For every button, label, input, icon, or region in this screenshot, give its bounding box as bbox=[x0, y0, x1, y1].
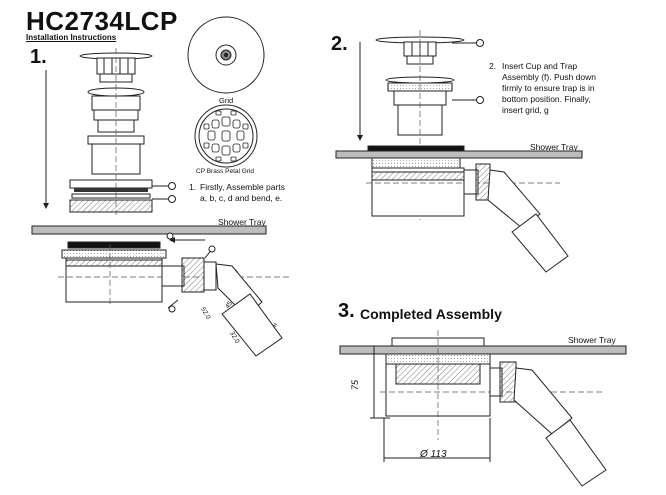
step-3-tray-label: Shower Tray bbox=[568, 335, 616, 345]
grid-disc-illustration bbox=[187, 16, 265, 94]
step-1-tray-label: Shower Tray bbox=[218, 217, 266, 227]
step-1-trap-assembly bbox=[58, 232, 290, 357]
petal-grid-caption: CP Brass Petal Grid bbox=[196, 168, 255, 175]
step-2-tray-label: Shower Tray bbox=[530, 142, 578, 152]
step-2-number: 2. bbox=[331, 33, 348, 55]
step-2-instruction-number: 2. bbox=[489, 61, 497, 71]
petal-grid-illustration bbox=[194, 104, 258, 168]
step-2-trap-assembly bbox=[366, 145, 569, 273]
grid-caption: Grid bbox=[219, 96, 234, 105]
step-1-instruction: Firstly, Assemble parts a, b, c, d and b… bbox=[200, 182, 285, 203]
step-3-shower-tray bbox=[339, 345, 627, 355]
step-1-exploded-stack bbox=[69, 48, 176, 215]
completed-assembly-title: Completed Assembly bbox=[360, 306, 502, 322]
product-code: HC2734LCP bbox=[26, 6, 178, 36]
step-2-shower-tray bbox=[335, 150, 583, 159]
step-2-exploded-stack bbox=[375, 30, 484, 220]
step-1-shower-tray bbox=[31, 225, 267, 235]
diameter-dimension: Ø 113 bbox=[420, 449, 447, 460]
step-2-instruction: Insert Cup and Trap Assembly (f). Push d… bbox=[502, 61, 597, 115]
step-1-number: 1. bbox=[30, 46, 47, 68]
installation-subtitle: Installation Instructions bbox=[26, 33, 117, 42]
step-3-number: 3. bbox=[338, 300, 355, 322]
step-1-instruction-number: 1. bbox=[189, 182, 197, 192]
step-3-completed-assembly bbox=[370, 330, 607, 487]
